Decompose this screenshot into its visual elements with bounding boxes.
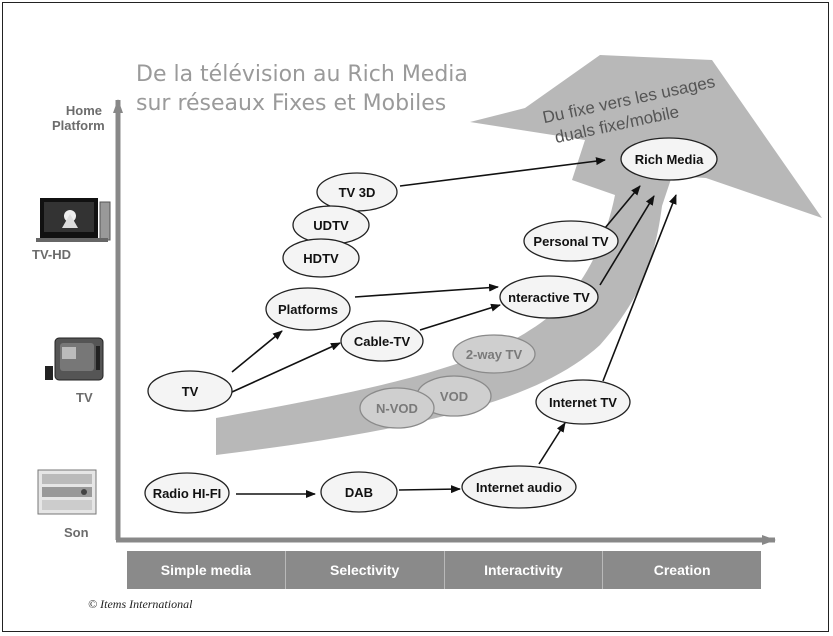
node-ellipse-radio-hifi [144,472,230,514]
node-label-cable-tv: Cable-TV [354,334,411,349]
x-segment-selectivity: Selectivity [286,551,445,589]
node-label-internet-tv: Internet TV [549,395,617,410]
node-ellipse-personal-tv [523,220,619,262]
arrow-cable-tv-to-interactive-tv [419,303,501,331]
node-hdtv: HDTV [282,238,360,278]
node-internet-tv: Internet TV [535,379,631,425]
title-line2: sur réseaux Fixes et Mobiles [136,91,447,116]
node-ellipse-dab [320,471,398,513]
arrow-tv-to-cable-tv [231,342,341,393]
copyright-text: © Items International [88,597,193,611]
arrow-personal-tv-to-rich-media [604,185,641,229]
level-label-son: Son [64,525,89,540]
x-axis-category-bar: Simple media Selectivity Interactivity C… [127,551,761,589]
node-label-personal-tv: Personal TV [533,234,608,249]
x-segment-interactivity: Interactivity [445,551,604,589]
home-platform-line2: Platform [52,118,105,133]
node-rich-media: Rich Media [620,137,718,181]
node-udtv: UDTV [292,205,370,245]
node-label-udtv: UDTV [313,218,349,233]
arrow-dab-to-internet-audio [398,485,461,494]
crt-tv-icon [45,337,104,381]
home-platform-line1: Home [65,103,102,118]
node-ellipse-tv [147,370,233,412]
hd-tv-set-icon [36,198,111,242]
node-personal-tv: Personal TV [523,220,619,262]
node-ellipse-n-vod [359,387,435,429]
node-label-interactive-tv: nteractive TV [508,290,590,305]
node-label-rich-media: Rich Media [635,152,704,167]
node-tv-3d: TV 3D [316,172,398,212]
node-label-two-way-tv: 2-way TV [466,347,523,362]
node-interactive-tv: nteractive TV [499,275,599,319]
node-cable-tv: Cable-TV [340,320,424,362]
arrow-internet-audio-to-internet-tv [538,422,566,465]
hifi-stereo-icon [37,469,97,515]
node-radio-hifi: Radio HI-FI [144,472,230,514]
level-label-tv: TV [76,390,93,405]
node-ellipse-rich-media [620,137,718,181]
node-internet-audio: Internet audio [461,465,577,509]
node-label-internet-audio: Internet audio [476,480,562,495]
node-label-dab: DAB [345,485,373,500]
x-segment-creation: Creation [653,562,711,578]
arrow-internet-tv-to-rich-media [602,194,677,382]
node-two-way-tv: 2-way TV [452,334,536,374]
title-line1: De la télévision au Rich Media [136,62,468,87]
node-platforms: Platforms [265,287,351,331]
node-label-radio-hifi: Radio HI-FI [153,486,222,501]
x-segment-simple-media: Simple media [127,551,286,589]
arrow-tv-3d-to-rich-media [399,157,606,187]
nodes-layer: Rich Media TV 3D UDTV HDTV Personal TV Platfo… [144,137,718,514]
node-label-hdtv: HDTV [303,251,339,266]
node-label-platforms: Platforms [278,302,338,317]
node-ellipse-interactive-tv [499,275,599,319]
node-ellipse-internet-tv [535,379,631,425]
node-label-n-vod: N-VOD [376,401,418,416]
node-dab: DAB [320,471,398,513]
node-ellipse-hdtv [282,238,360,278]
arrow-tv-to-platforms [231,330,283,373]
level-label-tv-hd: TV-HD [32,247,71,262]
node-label-vod: VOD [440,389,468,404]
node-ellipse-internet-audio [461,465,577,509]
y-axis-home-platform-label: Home Platform [52,103,105,133]
page-title: De la télévision au Rich Media sur résea… [136,60,468,118]
node-n-vod: N-VOD [359,387,435,429]
node-ellipse-cable-tv [340,320,424,362]
node-vod: VOD [416,375,492,417]
arrow-platforms-to-interactive-tv [354,283,499,298]
node-label-tv: TV [182,384,199,399]
node-tv: TV [147,370,233,412]
node-ellipse-two-way-tv [452,334,536,374]
arrows-layer [231,157,677,498]
arrow-interactive-tv-to-rich-media [599,195,655,286]
node-ellipse-platforms [265,287,351,331]
node-label-tv-3d: TV 3D [339,185,376,200]
